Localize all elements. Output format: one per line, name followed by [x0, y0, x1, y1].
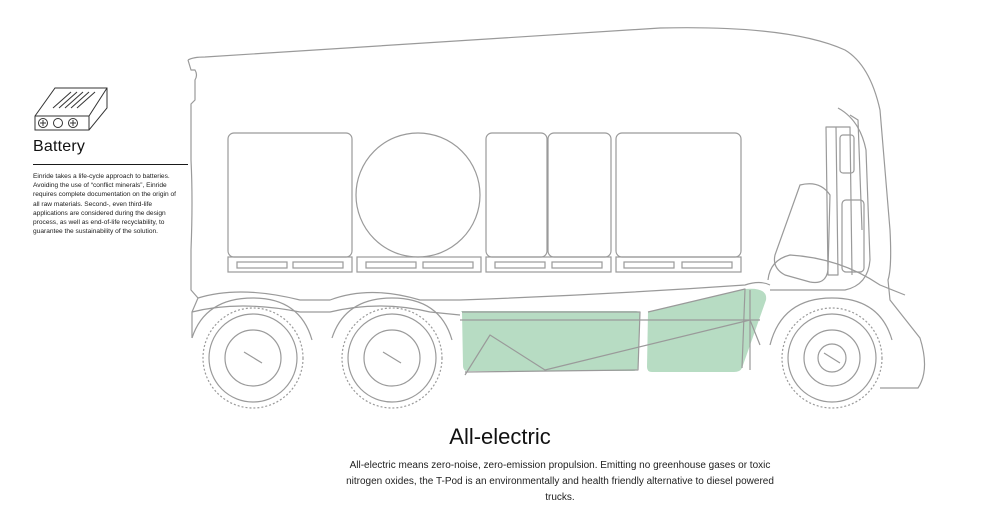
battery-highlight	[461, 288, 767, 372]
section-body: All-electric means zero-noise, zero-emis…	[346, 460, 774, 503]
wheels	[191, 297, 893, 409]
truck-body-outline	[187, 27, 926, 389]
battery-pack-icon	[34, 87, 108, 131]
battery-title: Battery	[33, 138, 188, 165]
wheel-middle	[341, 307, 443, 409]
cargo-load	[227, 132, 742, 273]
wheel-rear	[202, 307, 304, 409]
battery-panel: Battery Einride takes a life-cycle appro…	[33, 84, 188, 236]
wheel-front	[781, 307, 883, 409]
section-heading: All-electric	[449, 424, 551, 449]
battery-description: Einride takes a life-cycle approach to b…	[33, 173, 176, 236]
